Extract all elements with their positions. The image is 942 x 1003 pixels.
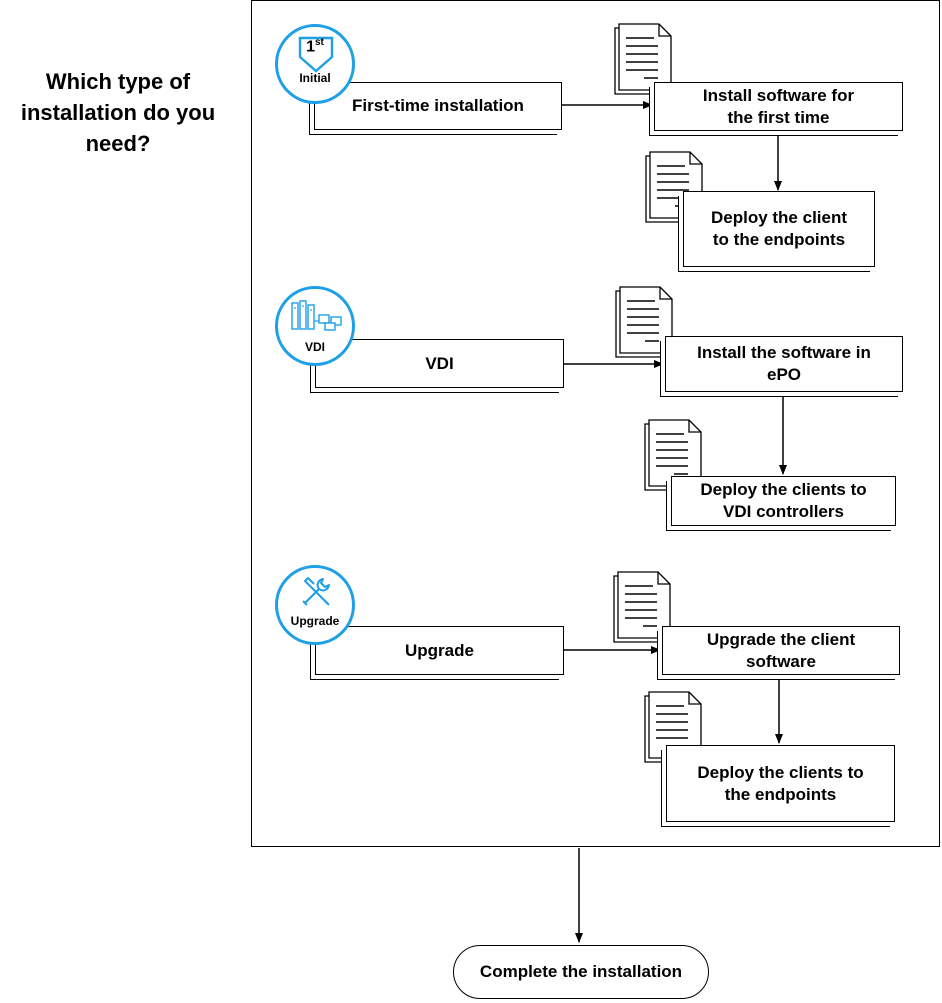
choice-label: Upgrade xyxy=(405,640,474,660)
document-icon xyxy=(615,286,673,358)
complete-installation-terminal[interactable]: Complete the installation xyxy=(453,945,709,999)
question-heading: Which type of installation do you need? xyxy=(20,69,216,156)
choice-label: VDI xyxy=(425,353,454,373)
document-icon xyxy=(613,571,671,643)
step-label: Install software for the first time xyxy=(702,85,855,127)
step-label: Deploy the client to the endpoints xyxy=(710,208,848,249)
vdi-servers-icon xyxy=(291,300,342,331)
step-label: Deploy the clients to VDI controllers xyxy=(700,480,867,521)
step-label: Install the software in ePO xyxy=(697,343,871,384)
step-deploy-clients-endpoints[interactable]: Deploy the clients to the endpoints xyxy=(666,745,895,822)
badge-number: 1 xyxy=(306,38,315,56)
document-icon xyxy=(614,23,672,95)
choice-upgrade[interactable]: Upgrade xyxy=(315,626,564,675)
choice-vdi[interactable]: VDI xyxy=(315,339,564,388)
step-deploy-client-endpoints[interactable]: Deploy the client to the endpoints xyxy=(683,191,875,267)
terminal-label: Complete the installation xyxy=(479,962,683,981)
badge-label: Upgrade xyxy=(290,614,340,628)
step-label: Upgrade the client software xyxy=(706,629,856,671)
step-upgrade-client-software[interactable]: Upgrade the client software xyxy=(662,626,900,675)
badge-label: Initial xyxy=(299,71,331,85)
upgrade-badge: Upgrade xyxy=(275,565,355,645)
first-install-icon xyxy=(298,36,334,73)
step-install-software-first-time[interactable]: Install software for the first time xyxy=(654,82,903,131)
badge-label: VDI xyxy=(304,340,325,354)
choice-label: First-time installation xyxy=(352,96,524,115)
badge-superscript: st xyxy=(315,37,324,48)
document-icon xyxy=(644,419,702,491)
installation-options-frame xyxy=(251,0,940,847)
step-install-software-in-epo[interactable]: Install the software in ePO xyxy=(665,336,903,392)
tools-icon xyxy=(302,577,330,606)
step-label: Deploy the clients to the endpoints xyxy=(697,762,864,804)
choice-first-time-installation[interactable]: First-time installation xyxy=(314,82,562,130)
initial-badge: 1st Initial xyxy=(275,24,355,104)
vdi-badge: VDI xyxy=(275,286,355,366)
step-deploy-clients-vdi-controllers[interactable]: Deploy the clients to VDI controllers xyxy=(671,476,896,526)
